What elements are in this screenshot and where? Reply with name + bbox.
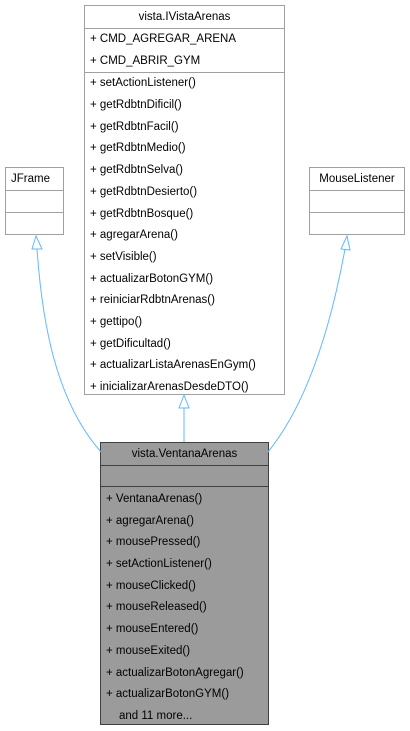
mouselistener-class-title: MouseListener <box>319 173 395 185</box>
main-method: + actualizarBotonAgregar() <box>106 666 244 679</box>
arrowhead-interface <box>178 393 190 409</box>
interface-attribute: + CMD_ABRIR_GYM <box>90 54 201 67</box>
interface-attributes-section: + CMD_AGREGAR_ARENA + CMD_ABRIR_GYM <box>85 28 284 72</box>
interface-method: + getRdbtnSelva() <box>90 164 184 177</box>
interface-method: + actualizarBotonGYM() <box>90 272 214 285</box>
interface-method: + gettipo() <box>90 315 143 328</box>
jframe-class-title: JFrame <box>11 173 50 185</box>
interface-method: + setActionListener() <box>90 77 196 90</box>
interface-method: + setVisible() <box>90 250 157 263</box>
mouselistener-attributes-section <box>310 190 404 212</box>
main-method: + mouseReleased() <box>106 601 207 614</box>
main-method: + agregarArena() <box>106 514 194 527</box>
interface-method: + agregarArena() <box>90 229 178 242</box>
arrowhead-jframe <box>31 234 43 250</box>
jframe-methods-section <box>6 212 63 234</box>
mouselistener-class-box[interactable]: MouseListener <box>309 167 405 235</box>
interface-method: + getRdbtnFacil() <box>90 120 179 133</box>
main-method: + setActionListener() <box>106 558 212 571</box>
interface-method: + getRdbtnDificil() <box>90 99 182 112</box>
interface-method: + getRdbtnMedio() <box>90 142 186 155</box>
interface-class-title: vista.IVistaArenas <box>138 11 231 23</box>
interface-method: + getRdbtnDesierto() <box>90 185 198 198</box>
interface-method: + getRdbtnBosque() <box>90 207 194 220</box>
main-class-title: vista.VentanaArenas <box>131 448 238 460</box>
main-method: + mouseEntered() <box>106 623 199 636</box>
interface-method: + reiniciarRdbtnArenas() <box>90 294 215 307</box>
main-method: + actualizarBotonGYM() <box>106 688 230 701</box>
main-method: + mouseClicked() <box>106 579 196 592</box>
jframe-attributes-section <box>6 190 63 212</box>
interface-method: + getDificultad() <box>90 337 171 350</box>
interface-attribute: + CMD_AGREGAR_ARENA <box>90 33 237 45</box>
mouselistener-methods-section <box>310 212 404 234</box>
interface-method: + actualizarListaArenasEnGym() <box>90 359 256 372</box>
edge-main-to-jframe <box>36 248 102 453</box>
interface-method: + inicializarArenasDesdeDTO() <box>90 381 249 393</box>
interface-methods-section: + setActionListener() + getRdbtnDificil(… <box>85 72 284 398</box>
arrowhead-mouselistener <box>340 234 351 251</box>
main-method: + VentanaArenas() <box>106 493 203 505</box>
main-attributes-section <box>101 465 268 486</box>
main-class-box[interactable]: vista.VentanaArenas + VentanaArenas() + … <box>100 442 269 725</box>
main-methods-section: + VentanaArenas() + agregarArena() + mou… <box>101 486 268 728</box>
edge-main-to-mouselistener <box>267 248 346 453</box>
main-method: + mousePressed() <box>106 536 201 549</box>
more-methods-link[interactable]: and 11 more... <box>119 709 193 722</box>
interface-class-box[interactable]: vista.IVistaArenas + CMD_AGREGAR_ARENA +… <box>84 5 285 395</box>
main-method: + mouseExited() <box>106 644 191 657</box>
jframe-class-box[interactable]: JFrame <box>5 167 64 235</box>
